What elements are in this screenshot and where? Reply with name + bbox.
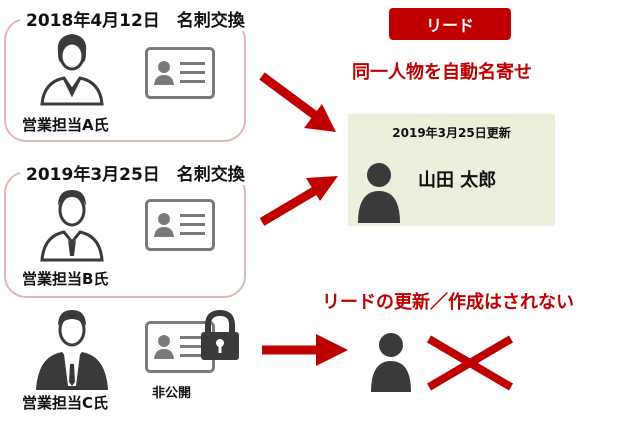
no-update-caption: リードの更新／作成はされない (322, 292, 574, 313)
person-c-label: 営業担当C氏 (22, 394, 109, 412)
merge-caption: 同一人物を自動名寄せ (352, 62, 532, 83)
business-card-b-icon (145, 199, 215, 251)
person-a-icon (40, 34, 104, 106)
business-card-c-icon (145, 321, 215, 373)
business-card-a-icon (145, 47, 215, 99)
cross-icon (426, 335, 514, 391)
lead-name: 山田 太郎 (418, 170, 497, 191)
lock-icon (201, 309, 239, 360)
lead-badge: リード (389, 8, 511, 40)
person-c-icon (36, 310, 108, 390)
lead-updated-date: 2019年3月25日更新 (392, 126, 511, 140)
card-private-label: 非公開 (152, 386, 192, 401)
person-b-label: 営業担当B氏 (22, 270, 109, 288)
person-a-label: 営業担当A氏 (22, 116, 109, 134)
exchange-a-heading: 2018年4月12日 名刺交換 (20, 6, 251, 31)
person-silhouette-icon (371, 333, 411, 392)
exchange-b-heading: 2019年3月25日 名刺交換 (20, 160, 251, 185)
lead-record-card: 2019年3月25日更新 山田 太郎 (348, 114, 555, 226)
lead-person-icon (358, 163, 400, 223)
person-b-icon (40, 190, 104, 262)
